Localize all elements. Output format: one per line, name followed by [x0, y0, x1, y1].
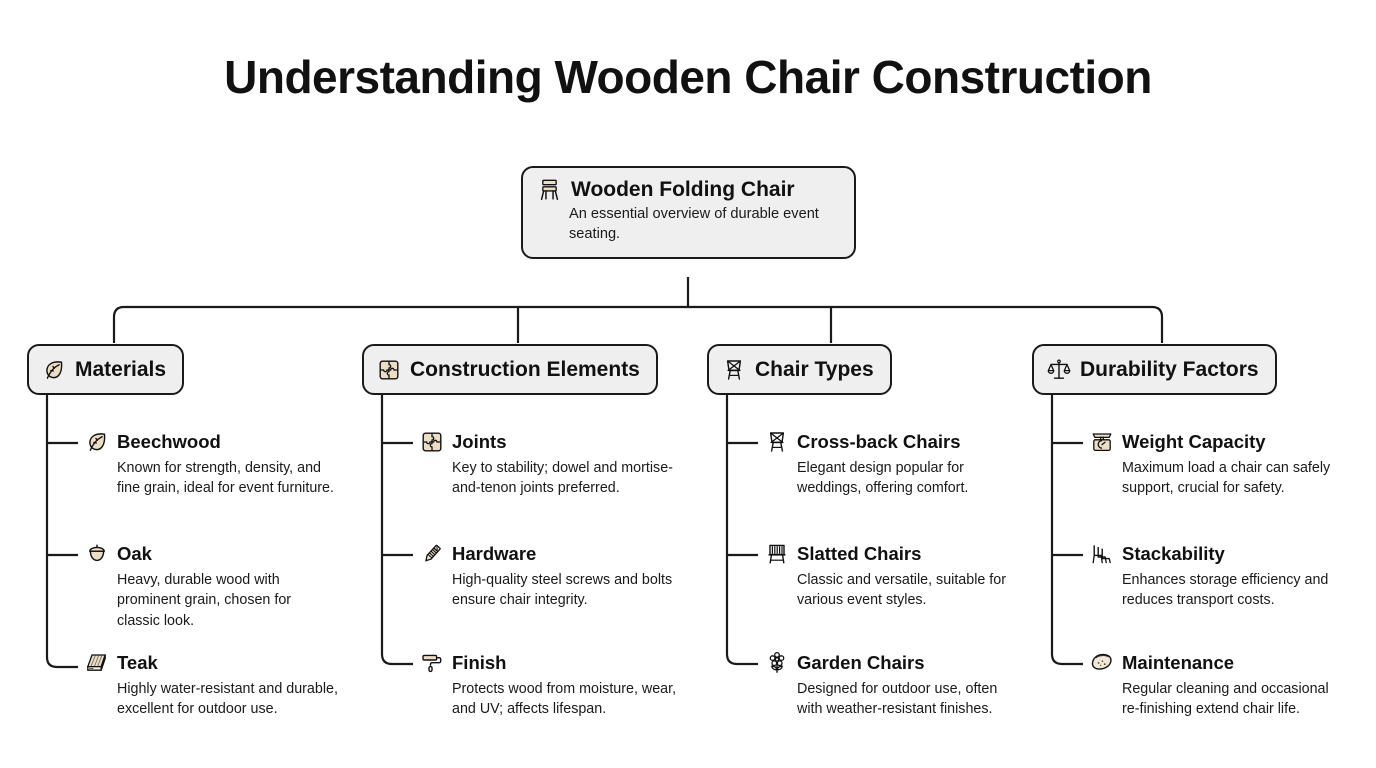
- leaf-description: Designed for outdoor use, often with wea…: [797, 681, 998, 718]
- leaf-header: Slatted Chairs: [765, 542, 1015, 566]
- branch-node-chair-types[interactable]: Chair Types: [707, 344, 892, 395]
- branch-bus: [112, 305, 1164, 343]
- branch-node-materials[interactable]: Materials: [27, 344, 185, 395]
- branch-node-durability-factors[interactable]: Durability Factors: [1032, 344, 1277, 395]
- puzzle-icon: [420, 430, 444, 454]
- screw-icon: [420, 542, 444, 566]
- paint-roller-icon: [420, 651, 444, 675]
- leaf-title: Teak: [117, 651, 158, 673]
- leaf-title: Weight Capacity: [1122, 430, 1266, 452]
- branch-label-chair-types: Chair Types: [755, 357, 874, 381]
- acorn-icon: [85, 542, 109, 566]
- kitchen-scale-icon: [1090, 430, 1114, 454]
- wood-plank-icon: [85, 651, 109, 675]
- leaf-item-maintenance[interactable]: Maintenance Regular cleaning and occasio…: [1090, 651, 1346, 720]
- branch-label-construction-elements: Construction Elements: [410, 357, 640, 381]
- leaf-description: High-quality steel screws and bolts ensu…: [452, 572, 673, 609]
- leaf-header: Oak: [85, 542, 335, 566]
- leaf-header: Weight Capacity: [1090, 430, 1342, 454]
- leaf-title: Hardware: [452, 542, 537, 564]
- leaf-description: Maximum load a chair can safely support,…: [1122, 460, 1331, 497]
- leaf-title: Oak: [117, 542, 152, 564]
- page-title: Understanding Wooden Chair Construction: [224, 51, 1152, 103]
- leaf-description: Highly water-resistant and durable, exce…: [117, 681, 338, 718]
- leaf-description: Protects wood from moisture, wear, and U…: [452, 681, 677, 718]
- leaf-description: Classic and versatile, suitable for vari…: [797, 572, 1006, 609]
- leaf-item-garden-chairs[interactable]: Garden Chairs Designed for outdoor use, …: [765, 651, 1015, 720]
- root-header: Wooden Folding Chair: [537, 177, 838, 202]
- leaf-item-teak[interactable]: Teak Highly water-resistant and durable,…: [85, 651, 340, 720]
- leaf-header: Joints: [420, 430, 675, 454]
- leaf-description: Elegant design popular for weddings, off…: [797, 460, 969, 497]
- puzzle-icon: [377, 358, 401, 382]
- leaf-title: Beechwood: [117, 430, 221, 452]
- branch-label-durability-factors: Durability Factors: [1080, 357, 1259, 381]
- leaf-title: Slatted Chairs: [797, 542, 922, 564]
- leaf-header: Teak: [85, 651, 340, 675]
- leaf-header: Finish: [420, 651, 682, 675]
- folding-chair-icon: [537, 177, 562, 202]
- spine-durability: [1050, 395, 1083, 666]
- spine-construction: [380, 395, 413, 666]
- leaf-description: Regular cleaning and occasional re-finis…: [1122, 681, 1329, 718]
- leaf-item-slatted-chairs[interactable]: Slatted Chairs Classic and versatile, su…: [765, 542, 1015, 611]
- leaf-icon: [42, 358, 66, 382]
- leaf-item-beechwood[interactable]: Beechwood Known for strength, density, a…: [85, 430, 335, 499]
- leaf-description: Heavy, durable wood with prominent grain…: [117, 572, 292, 629]
- leaf-header: Maintenance: [1090, 651, 1346, 675]
- leaf-description: Known for strength, density, and fine gr…: [117, 460, 334, 497]
- spine-materials: [45, 395, 78, 669]
- leaf-item-oak[interactable]: Oak Heavy, durable wood with prominent g…: [85, 542, 335, 631]
- stacked-chairs-icon: [1090, 542, 1114, 566]
- leaf-item-cross-back-chairs[interactable]: Cross-back Chairs Elegant design popular…: [765, 430, 1015, 499]
- leaf-item-joints[interactable]: Joints Key to stability; dowel and morti…: [420, 430, 675, 499]
- leaf-icon: [85, 430, 109, 454]
- sponge-icon: [1090, 651, 1114, 675]
- leaf-description: Enhances storage efficiency and reduces …: [1122, 572, 1329, 609]
- leaf-title: Finish: [452, 651, 507, 673]
- spine-chairtypes: [725, 395, 758, 666]
- branch-label-materials: Materials: [75, 357, 167, 381]
- leaf-header: Hardware: [420, 542, 678, 566]
- root-title: Wooden Folding Chair: [571, 178, 795, 201]
- slatted-chair-icon: [765, 542, 789, 566]
- leaf-header: Stackability: [1090, 542, 1342, 566]
- leaf-description: Key to stability; dowel and mortise-and-…: [452, 460, 673, 497]
- leaf-title: Maintenance: [1122, 651, 1235, 673]
- cross-back-chair-icon: [722, 358, 746, 382]
- leaf-header: Cross-back Chairs: [765, 430, 1015, 454]
- scales-icon: [1047, 358, 1071, 382]
- leaf-header: Beechwood: [85, 430, 335, 454]
- leaf-item-finish[interactable]: Finish Protects wood from moisture, wear…: [420, 651, 682, 720]
- leaf-item-weight-capacity[interactable]: Weight Capacity Maximum load a chair can…: [1090, 430, 1342, 499]
- leaf-item-stackability[interactable]: Stackability Enhances storage efficiency…: [1090, 542, 1342, 611]
- leaf-title: Cross-back Chairs: [797, 430, 961, 452]
- branch-node-construction-elements[interactable]: Construction Elements: [362, 344, 658, 395]
- root-node[interactable]: Wooden Folding Chair An essential overvi…: [521, 166, 856, 259]
- leaf-item-hardware[interactable]: Hardware High-quality steel screws and b…: [420, 542, 678, 611]
- flower-icon: [765, 651, 789, 675]
- leaf-title: Joints: [452, 430, 507, 452]
- leaf-title: Garden Chairs: [797, 651, 925, 673]
- leaf-title: Stackability: [1122, 542, 1225, 564]
- leaf-header: Garden Chairs: [765, 651, 1015, 675]
- cross-back-chair-icon: [765, 430, 789, 454]
- root-description: An essential overview of durable event s…: [569, 206, 819, 242]
